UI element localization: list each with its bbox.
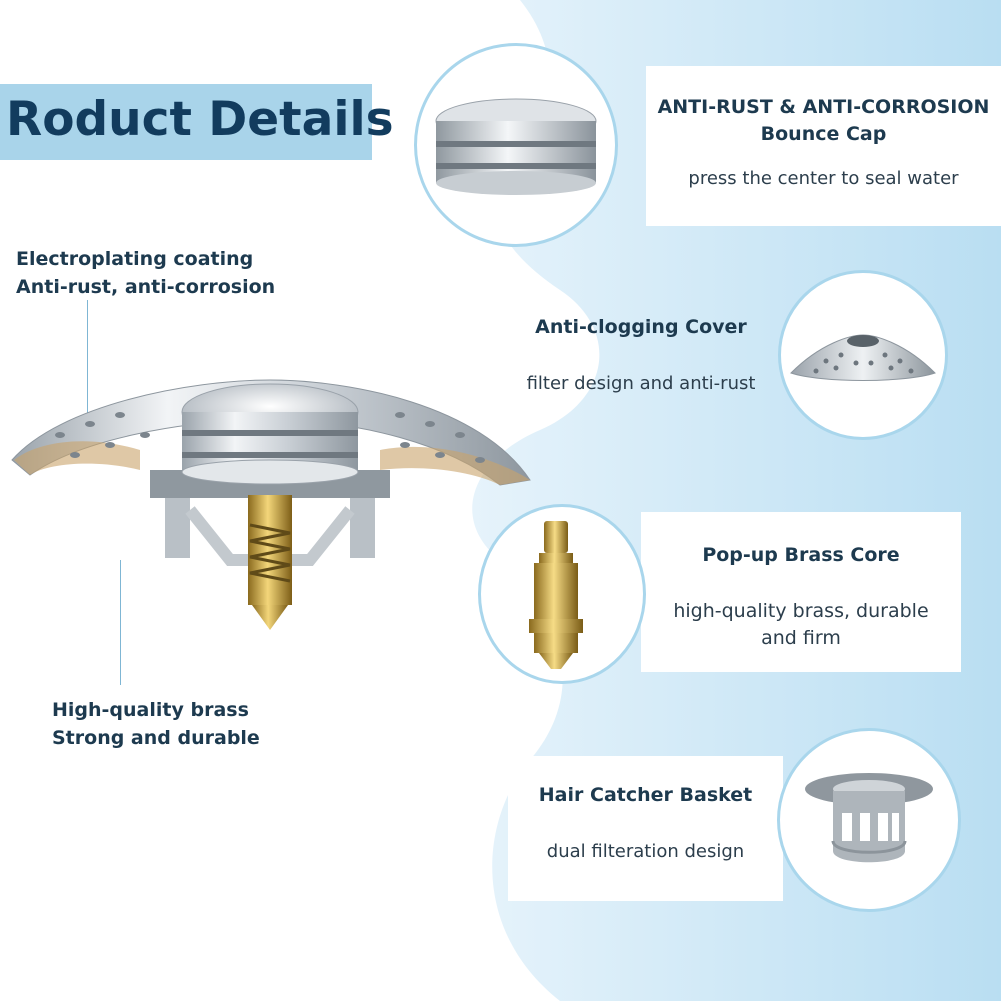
drain-stopper-illustration [11, 379, 531, 630]
coating-line-1: Electroplating coating [16, 248, 254, 270]
feature-card-anti-clogging-cover: Anti-clogging Cover filter design and an… [496, 296, 786, 411]
feature-3-description-1: high-quality brass, durable [673, 600, 929, 622]
bounce-cap-icon [414, 43, 618, 247]
coating-line-2: Anti-rust, anti-corrosion [16, 276, 276, 298]
feature-4-description: dual filteration design [546, 841, 745, 862]
brass-core-icon [478, 504, 646, 684]
coating-leader-line [87, 300, 88, 440]
feature-card-hair-catcher: Hair Catcher Basket dual filteration des… [508, 756, 783, 901]
hair-catcher-basket-icon [777, 728, 961, 912]
feature-3-heading: Pop-up Brass Core [702, 544, 900, 566]
brass-line-2: Strong and durable [52, 727, 260, 749]
page-title: Roduct Details [6, 92, 394, 147]
feature-1-heading-1: ANTI-RUST & ANTI-CORROSION [657, 96, 990, 118]
feature-card-brass-core: Pop-up Brass Core high-quality brass, du… [641, 512, 961, 672]
title-banner [0, 84, 372, 160]
feature-4-heading: Hair Catcher Basket [538, 784, 753, 806]
anti-clogging-cover-icon [778, 270, 948, 440]
feature-2-description: filter design and anti-rust [526, 373, 756, 394]
feature-card-bounce-cap: ANTI-RUST & ANTI-CORROSION Bounce Cap pr… [646, 66, 1001, 226]
brass-callout: High-quality brass Strong and durable [52, 696, 260, 752]
brass-line-1: High-quality brass [52, 699, 249, 721]
feature-1-description: press the center to seal water [688, 168, 959, 189]
brass-leader-line [120, 560, 121, 685]
feature-3-description-2: and firm [761, 627, 841, 649]
feature-1-heading-2: Bounce Cap [760, 123, 887, 145]
feature-2-heading: Anti-clogging Cover [535, 316, 747, 338]
coating-callout: Electroplating coating Anti-rust, anti-c… [16, 245, 275, 301]
